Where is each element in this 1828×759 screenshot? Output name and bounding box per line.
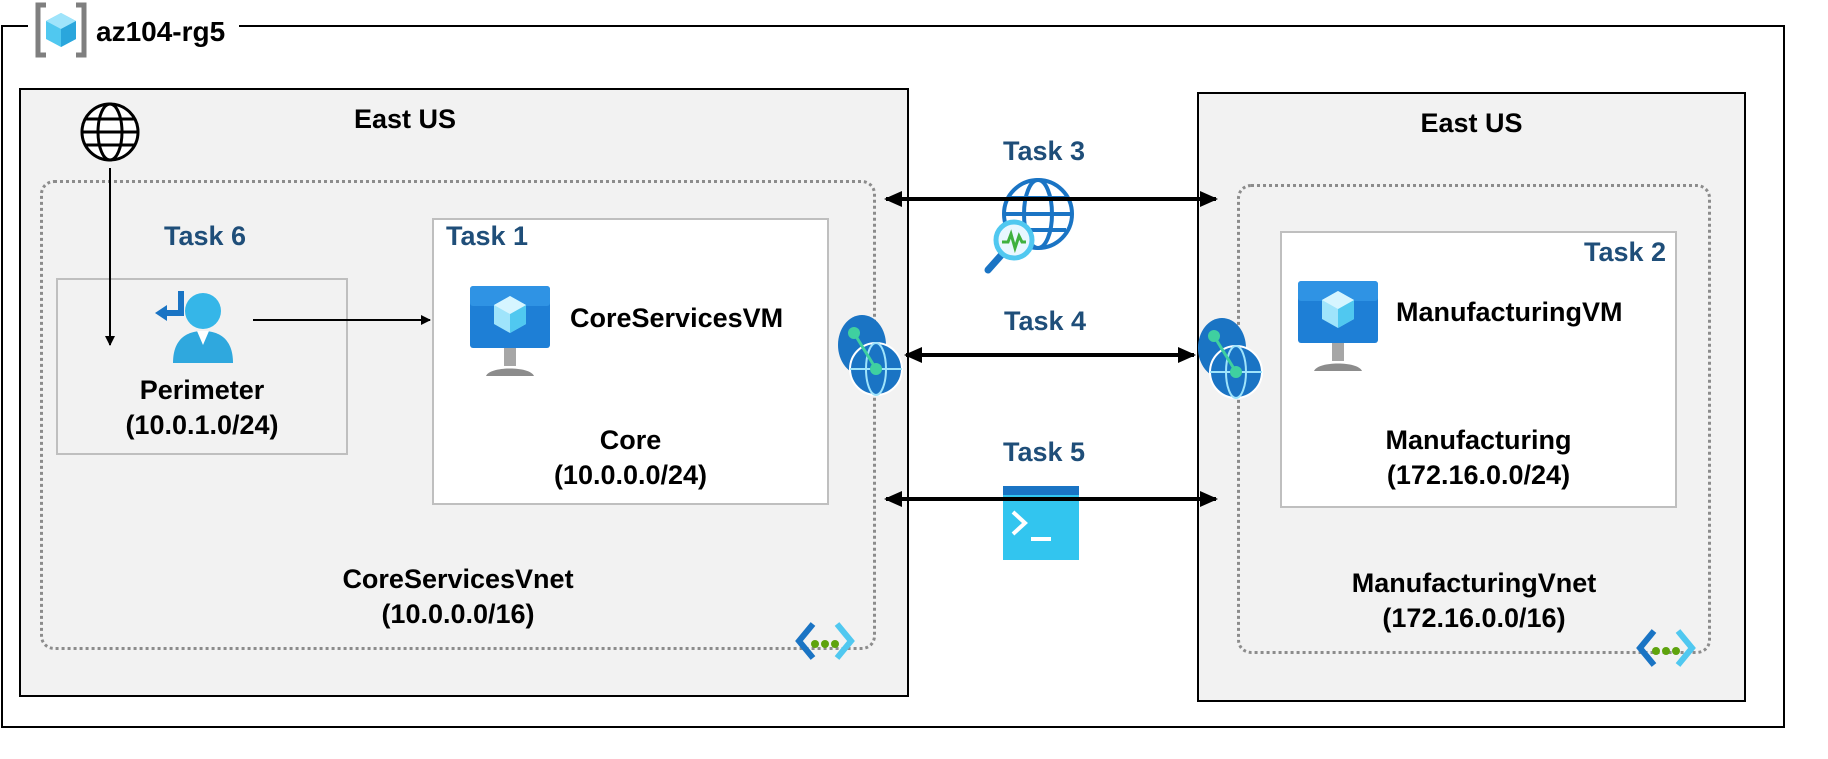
resource-group-name: az104-rg5 [96, 16, 226, 47]
core-vm-name: CoreServicesVM [570, 303, 784, 333]
route-user-icon [153, 285, 237, 370]
manufacturing-subnet-cidr: (172.16.0.0/24) [1386, 460, 1571, 490]
region-title-right: East US [1420, 108, 1523, 138]
resource-group-header: az104-rg5 [28, 1, 240, 64]
resource-group-icon [34, 1, 88, 64]
task-6-label: Task 6 [164, 221, 247, 251]
task-3-label: Task 3 [1003, 136, 1086, 166]
core-subnet [432, 218, 829, 505]
task-4-label: Task 4 [1004, 306, 1087, 336]
virtual-network-icon-manufacturing [1636, 627, 1696, 674]
task-2-label: Task 2 [1584, 237, 1667, 267]
core-vnet-cidr: (10.0.0.0/16) [381, 599, 535, 629]
manufacturing-subnet-name: Manufacturing [1385, 425, 1572, 455]
manufacturing-vm-virtual-machine-icon [1296, 279, 1380, 378]
region-title-left: East US [353, 104, 457, 134]
manufacturing-vnet-boundary [1237, 184, 1711, 654]
core-vnet-boundary [40, 180, 876, 650]
manufacturing-vnet-cidr: (172.16.0.0/16) [1382, 603, 1566, 633]
core-subnet-name: Core [599, 425, 662, 455]
core-subnet-cidr: (10.0.0.0/24) [553, 460, 708, 490]
perimeter-subnet-name: Perimeter [139, 375, 265, 405]
resource-group-frame [1, 25, 1785, 728]
core-vnet-name: CoreServicesVnet [342, 564, 574, 594]
vnet-peering-icon-manufacturing [1196, 316, 1264, 409]
task-5-label: Task 5 [1003, 437, 1086, 467]
task-1-label: Task 1 [446, 221, 529, 251]
perimeter-subnet-cidr: (10.0.1.0/24) [125, 410, 279, 440]
core-vm-virtual-machine-icon [468, 284, 552, 383]
manufacturing-vnet-name: ManufacturingVnet [1351, 568, 1597, 598]
vnet-peering-icon-core [836, 313, 904, 406]
virtual-network-icon-core [795, 620, 855, 667]
manufacturing-vm-name: ManufacturingVM [1396, 297, 1623, 327]
globe-icon [80, 102, 140, 167]
